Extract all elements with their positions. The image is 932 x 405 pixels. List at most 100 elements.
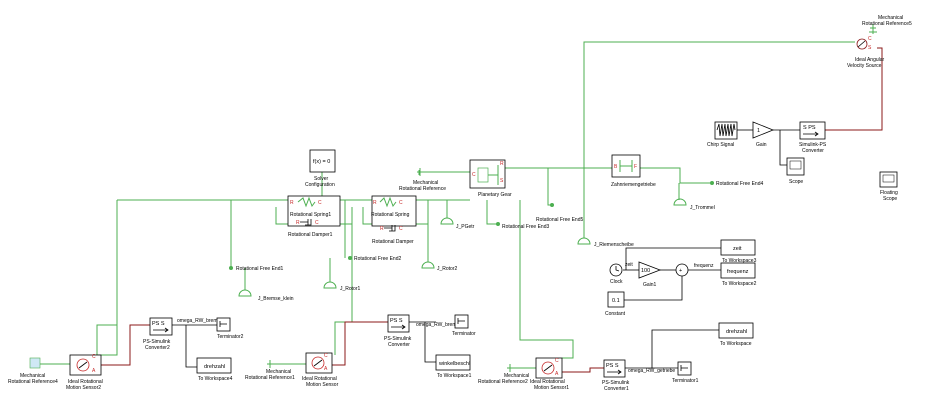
zahnriemen-label: Zahnriemengetriebe <box>611 182 656 188</box>
j-riemenscheibe-inertia[interactable]: J_Riemenscheibe <box>577 237 634 248</box>
signal-omega-rw-bremse: omega_RW_bremse <box>177 318 223 324</box>
svg-text:PS-Simulink: PS-Simulink <box>143 339 171 345</box>
svg-text:Rotational Reference1: Rotational Reference1 <box>245 375 295 381</box>
rotational-spring1-block[interactable]: R C Rotational Spring1 <box>287 195 341 227</box>
svg-text:R: R <box>290 200 294 206</box>
svg-text:B: B <box>614 164 618 170</box>
rotational-free-end1[interactable]: Rotational Free End1 <box>229 266 283 272</box>
j-pgetr-inertia[interactable]: J_PGetr <box>440 217 475 230</box>
planetary-gear-block[interactable]: C R S Planetary Gear <box>469 159 512 198</box>
svg-text:Rotational Spring: Rotational Spring <box>371 212 410 218</box>
svg-text:Rotational Damper1: Rotational Damper1 <box>288 232 333 238</box>
rotational-free-end2[interactable]: Rotational Free End2 <box>348 256 401 262</box>
mech-rot-reference1-block[interactable]: Mechanical Rotational Reference1 <box>245 360 295 381</box>
svg-text:To Workspace3: To Workspace3 <box>722 258 757 264</box>
to-workspace3-block[interactable]: zeit To Workspace3 <box>720 239 757 264</box>
gain-block[interactable]: 1 Gain <box>752 121 775 148</box>
svg-text:S: S <box>868 45 872 51</box>
svg-text:PS S: PS S <box>390 318 403 324</box>
mech-rot-reference-block[interactable]: Mechanical Rotational Reference <box>399 168 446 192</box>
svg-text:To Workspace: To Workspace <box>720 341 752 347</box>
ideal-angular-velocity-source-block[interactable]: C S Ideal Angular Velocity Source <box>847 36 885 69</box>
ps-simulink-converter2-block[interactable]: PS S PS-Simulink Converter2 <box>143 317 173 351</box>
svg-text:R: R <box>380 226 384 232</box>
rotational-free-end5[interactable]: Rotational Free End5 <box>536 203 583 223</box>
svg-text:J_PGetr: J_PGetr <box>456 224 475 230</box>
j-trommel-inertia[interactable]: J_Trommel <box>673 198 715 211</box>
svg-text:C: C <box>399 226 403 232</box>
svg-text:Rotational Free End1: Rotational Free End1 <box>236 266 283 272</box>
ps-simulink-converter1-block[interactable]: PS S PS-Simulink Converter1 <box>602 359 630 392</box>
floating-scope-block[interactable]: Floating Scope <box>879 171 898 202</box>
svg-text:Converter: Converter <box>388 342 410 348</box>
svg-text:Terminator1: Terminator1 <box>672 378 699 384</box>
rotational-damper-block[interactable]: R C Rotational Damper <box>372 225 414 245</box>
j-bremse-inertia[interactable]: J_Bremse_klein <box>238 289 294 302</box>
mech-rot-reference4-block[interactable]: Mechanical Rotational Reference4 <box>8 357 58 385</box>
rotational-damper1-block[interactable]: R C Rotational Damper1 <box>288 219 333 238</box>
svg-text:C: C <box>555 358 559 364</box>
zahnriemengetriebe-block[interactable]: B F Zahnriemengetriebe <box>611 154 656 188</box>
mech-rot-reference5-block[interactable]: Mechanical Rotational Reference5 <box>862 15 912 34</box>
svg-text:S PS: S PS <box>803 125 816 131</box>
terminator-block[interactable]: Terminator <box>452 314 476 337</box>
constant-block[interactable]: 0.1 Constant <box>605 291 626 317</box>
solver-line1: Solver <box>314 176 329 182</box>
simulink-ps-converter-block[interactable]: S PS Simulink-PS Converter <box>799 121 827 154</box>
rotational-spring-block[interactable]: R C Rotational Spring <box>371 195 417 227</box>
chirp-signal-block[interactable]: Chirp Signal <box>707 121 738 148</box>
ideal-rotational-motion-sensor1-block[interactable]: C A Ideal Rotational Motion Sensor1 <box>530 357 569 391</box>
svg-text:zeit: zeit <box>733 246 742 252</box>
svg-text:Constant: Constant <box>605 311 626 317</box>
svg-text:To Workspace2: To Workspace2 <box>722 281 757 287</box>
svg-text:PS-Simulink: PS-Simulink <box>602 380 630 386</box>
svg-text:Mechanical: Mechanical <box>504 373 529 379</box>
ideal-rotational-motion-sensor2-block[interactable]: C A Ideal Rotational Motion Sensor2 <box>66 354 103 391</box>
planetary-label: Planetary Gear <box>478 192 512 198</box>
svg-text:Converter1: Converter1 <box>604 386 629 392</box>
svg-text:Motion Sensor2: Motion Sensor2 <box>66 385 101 391</box>
svg-text:winkelbeschl: winkelbeschl <box>438 361 470 367</box>
rotational-free-end4[interactable]: Rotational Free End4 <box>710 181 763 187</box>
svg-text:Terminator: Terminator <box>452 331 476 337</box>
svg-text:Ideal Rotational: Ideal Rotational <box>68 379 103 385</box>
ideal-ang-vel-line2: Velocity Source <box>847 63 882 69</box>
sps-conv-line1: Simulink-PS <box>799 142 827 148</box>
sum-block[interactable]: + <box>675 263 689 277</box>
to-workspace-block[interactable]: drehzahl To Workspace <box>718 322 754 347</box>
j-rotor2-inertia[interactable]: J_Rotor2 <box>421 261 458 272</box>
svg-text:Rotational Reference2: Rotational Reference2 <box>478 379 528 385</box>
clock-block[interactable]: Clock <box>609 263 623 285</box>
gain-value: 1 <box>757 128 760 134</box>
ideal-rotational-motion-sensor-block[interactable]: C A Ideal Rotational Motion Sensor <box>302 352 339 388</box>
svg-text:C: C <box>315 220 319 226</box>
scope-block[interactable]: Scope <box>786 157 805 185</box>
svg-text:R: R <box>373 200 377 206</box>
gain1-block[interactable]: 100 Gain1 <box>638 261 662 288</box>
signal-omega-rw-getriebe: omega_RW_getriebe <box>628 368 675 374</box>
svg-text:J_Bremse_klein: J_Bremse_klein <box>258 296 294 302</box>
terminator1-block[interactable]: Terminator1 <box>672 361 699 384</box>
svg-text:frequenz: frequenz <box>727 269 749 275</box>
mechanical-connections <box>40 41 855 369</box>
svg-text:To Workspace4: To Workspace4 <box>198 376 233 382</box>
to-workspace2-block[interactable]: frequenz To Workspace2 <box>720 262 757 287</box>
svg-text:R: R <box>296 220 300 226</box>
svg-text:J_Rotor1: J_Rotor1 <box>340 286 361 292</box>
mech-ref5-line1: Mechanical <box>878 15 903 21</box>
mech-rot-reference2-block[interactable]: Mechanical Rotational Reference2 <box>478 364 529 385</box>
signal-omega-rw-bremse2: omega_RW_bremse <box>416 322 462 328</box>
ps-simulink-converter-block[interactable]: PS S PS-Simulink Converter <box>384 314 412 348</box>
solver-configuration-block[interactable]: f(x) = 0 Solver Configuration <box>305 149 336 188</box>
svg-text:Ideal Rotational: Ideal Rotational <box>530 379 565 385</box>
terminator2-block[interactable]: Terminator2 <box>216 317 244 340</box>
j-rotor1-inertia[interactable]: J_Rotor1 <box>323 281 361 292</box>
svg-text:C: C <box>92 354 96 360</box>
svg-text:+: + <box>679 268 682 274</box>
svg-text:Gain1: Gain1 <box>643 282 657 288</box>
to-workspace4-block[interactable]: drehzahl To Workspace4 <box>196 357 233 382</box>
svg-text:PS S: PS S <box>606 363 619 369</box>
to-workspace1-block[interactable]: winkelbeschl To Workspace1 <box>435 354 472 379</box>
rotational-free-end3[interactable]: Rotational Free End3 <box>496 222 549 230</box>
mech-ref-line2: Rotational Reference <box>399 186 446 192</box>
